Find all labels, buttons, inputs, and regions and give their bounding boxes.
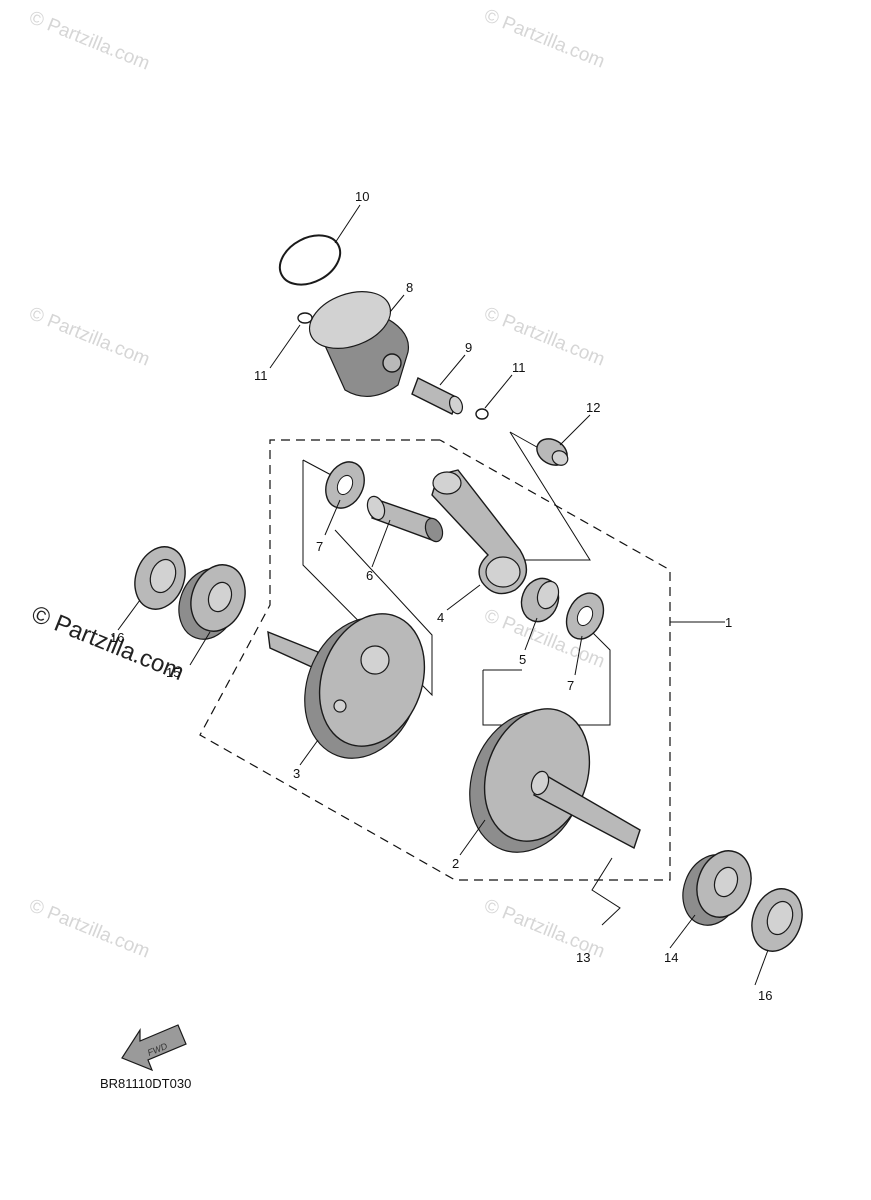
oil-seal-left (134, 546, 186, 610)
watermark-6: © Partzilla.com (26, 895, 153, 962)
big-end-bearing (520, 577, 560, 623)
crankshaft-right (469, 708, 641, 853)
circlip-right (475, 408, 489, 420)
diagram-code: BR81110DT030 (100, 1076, 191, 1091)
callout-1: 1 (725, 615, 732, 630)
bearing-left (178, 564, 246, 640)
crankshaft-left (267, 613, 426, 759)
woodruff-key-leader (591, 857, 621, 926)
watermark-2: © Partzilla.com (481, 5, 608, 72)
callout-7-left: 7 (316, 539, 323, 554)
callout-10: 10 (355, 189, 369, 204)
callout-15: 15 (166, 665, 180, 680)
crank-pin (366, 495, 444, 543)
callout-7-right: 7 (567, 678, 574, 693)
piston-pin (411, 377, 464, 415)
callout-11-left: 11 (254, 368, 268, 383)
callout-8: 8 (406, 280, 413, 295)
callout-13: 13 (576, 950, 590, 965)
leader-lines (117, 204, 769, 986)
callout-3: 3 (293, 766, 300, 781)
circlip-left (297, 312, 313, 324)
callout-2: 2 (452, 856, 459, 871)
piston-ring (278, 234, 342, 286)
watermark-1: © Partzilla.com (26, 7, 153, 74)
bearing-right (682, 850, 752, 926)
callout-numbers: 10 8 11 9 11 12 7 6 4 1 5 7 16 15 3 2 13… (110, 189, 772, 1003)
connecting-rod (431, 469, 528, 595)
small-end-bearing (536, 438, 569, 466)
callout-11-right: 11 (512, 360, 526, 375)
callout-16-right: 16 (758, 988, 772, 1003)
piston (308, 291, 410, 397)
oil-seal-right (751, 888, 803, 952)
callout-12: 12 (586, 400, 600, 415)
callout-14: 14 (664, 950, 678, 965)
callout-5: 5 (519, 652, 526, 667)
callout-9: 9 (465, 340, 472, 355)
watermark-3: © Partzilla.com (26, 303, 153, 370)
callout-4: 4 (437, 610, 444, 625)
callout-6: 6 (366, 568, 373, 583)
forward-arrow-icon: FWD (121, 1024, 187, 1072)
thrust-washer-right (565, 592, 605, 640)
thrust-washer-left (325, 461, 365, 509)
watermark-large: © Partzilla.com (28, 601, 188, 687)
watermark-4: © Partzilla.com (481, 303, 608, 370)
callout-16-left: 16 (110, 630, 124, 645)
